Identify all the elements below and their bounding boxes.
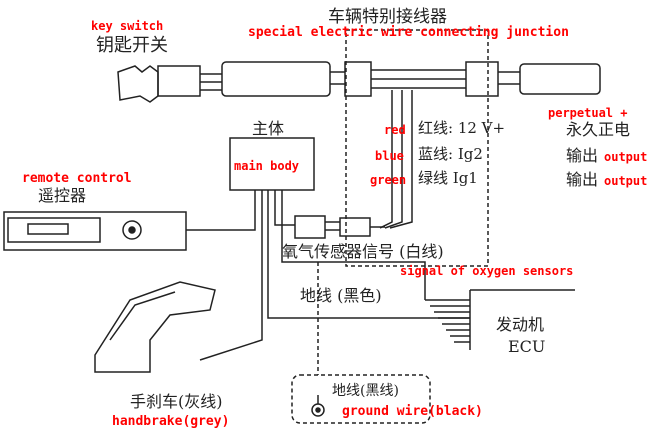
main-body-box xyxy=(229,137,315,191)
ground-black-en: ground wire(black) xyxy=(342,404,483,419)
key-switch-en: key switch xyxy=(91,19,164,33)
engine-cn: 发动机 xyxy=(496,315,545,334)
main-body-en: main body xyxy=(234,159,300,173)
harness-tube xyxy=(221,61,331,97)
junction-connector-right xyxy=(465,61,499,97)
remote-en: remote control xyxy=(22,171,132,186)
junction-connector-left xyxy=(344,61,372,97)
harness-tube-right xyxy=(519,63,601,95)
oxygen-en: signal of oxygen sensors xyxy=(400,264,574,278)
remote-cn: 遥控器 xyxy=(38,186,87,205)
main-body-cn: 主体 xyxy=(252,119,285,138)
output-2-cn: 输出 xyxy=(566,170,599,189)
junction-cn: 车辆特别接线器 xyxy=(328,7,447,27)
remote-button-icon xyxy=(122,220,142,240)
red-wire-cn: 红线: 12 V+ xyxy=(418,119,506,137)
junction-box xyxy=(345,29,489,267)
engine-ecu-block xyxy=(425,289,575,350)
handbrake-cn: 手刹车(灰线) xyxy=(130,392,223,411)
output-1-cn: 输出 xyxy=(566,146,599,165)
ground-black-cn: 地线(黑线) xyxy=(332,383,399,399)
remote-body xyxy=(3,211,187,251)
red-wire-en: red xyxy=(384,123,406,137)
perpetual-cn: 永久正电 xyxy=(566,120,631,139)
output-2-en: output xyxy=(604,174,648,188)
engine-ecu: ECU xyxy=(508,337,546,356)
green-wire-cn: 绿线 Ig1 xyxy=(418,169,478,187)
output-1-en: output xyxy=(604,150,648,164)
ground-box xyxy=(291,374,431,424)
connector-small xyxy=(339,217,371,237)
green-wire-en: green xyxy=(370,173,407,187)
key-switch-cn: 钥匙开关 xyxy=(96,35,168,56)
blue-wire-cn: 蓝线: Ig2 xyxy=(418,145,483,163)
perpetual-en: perpetual + xyxy=(548,106,628,120)
remote-screen xyxy=(7,217,101,243)
ground-cn: 地线 (黑色) xyxy=(300,286,382,305)
junction-en: special electric wire connecting junctio… xyxy=(248,25,569,40)
handbrake-en: handbrake(grey) xyxy=(112,414,230,429)
oxygen-cn: 氧气传感器信号 (白线) xyxy=(282,242,444,261)
blue-wire-en: blue xyxy=(375,149,404,163)
connector-small-2 xyxy=(294,215,326,239)
ground-terminal-icon xyxy=(311,395,325,417)
key-icon xyxy=(117,65,222,103)
handbrake-lever xyxy=(94,281,216,373)
